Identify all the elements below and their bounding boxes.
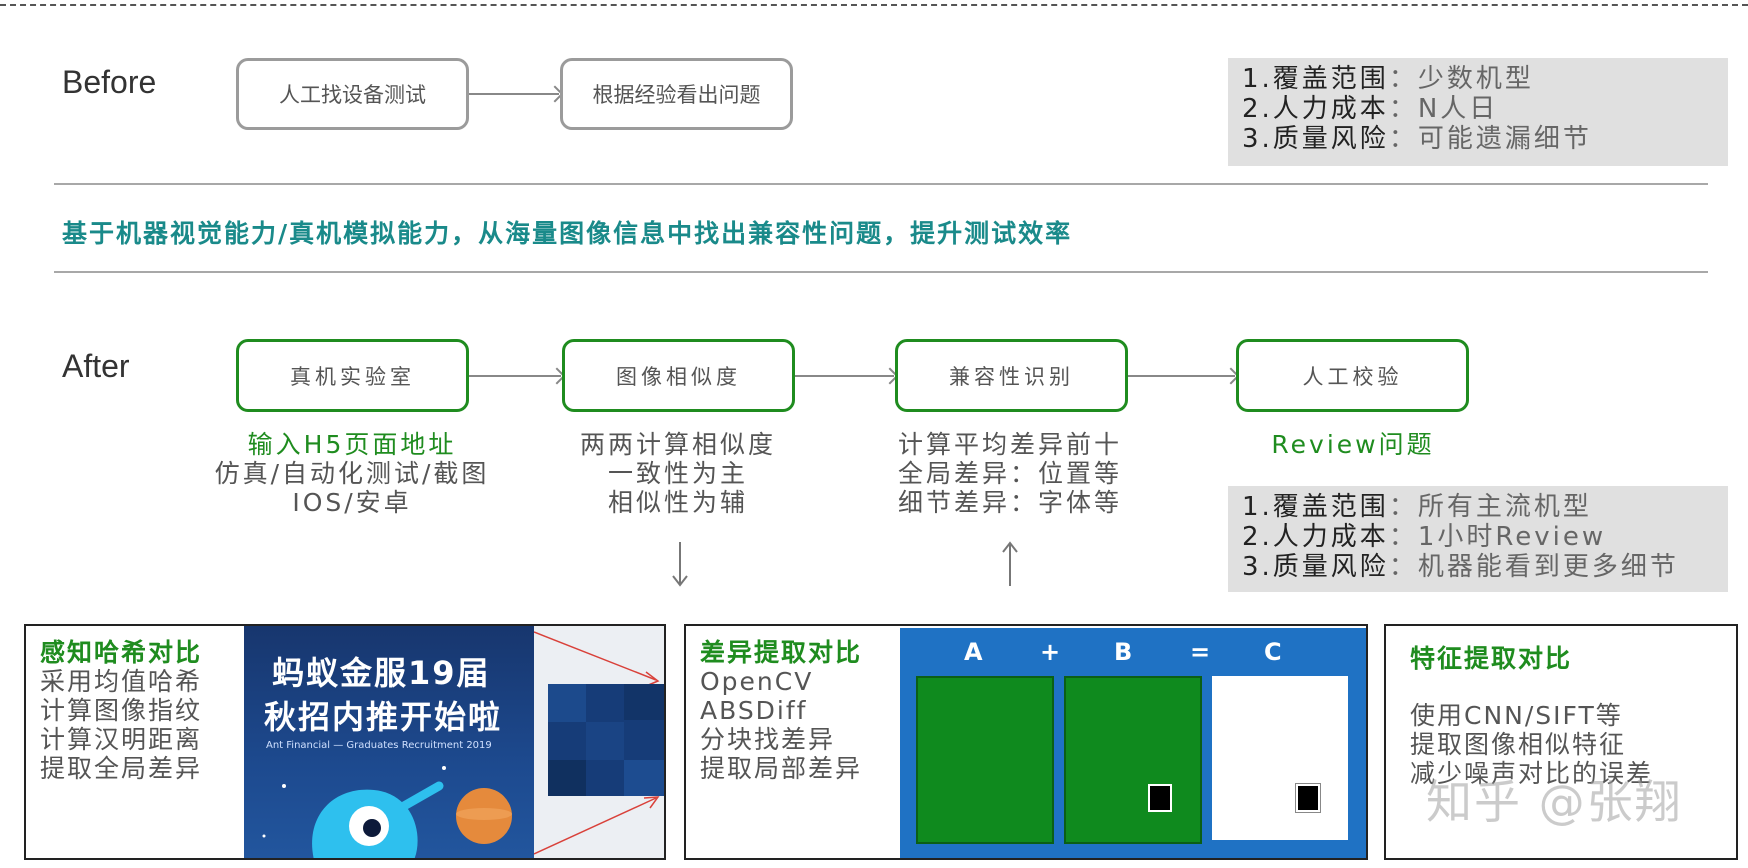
card-text: 特征提取对比 使用CNN/SIFT等 提取图像相似特征 减少噪声对比的误差	[1410, 644, 1653, 788]
after-step-compatibility-recognition: 兼容性识别	[895, 339, 1128, 412]
poster-mascot-illustration	[262, 766, 512, 858]
description-line: Review问题	[1271, 430, 1435, 459]
card-line: OpenCV	[700, 667, 814, 696]
after-label: After	[62, 348, 130, 384]
feature-extraction-card: 特征提取对比 使用CNN/SIFT等 提取图像相似特征 减少噪声对比的误差	[1384, 624, 1738, 860]
description-line: IOS/安卓	[292, 488, 412, 517]
card-line: 减少噪声对比的误差	[1410, 759, 1654, 788]
compatibility-description: 计算平均差异前十 全局差异：位置等 细节差异：字体等	[850, 430, 1170, 517]
metric-row: 1.覆盖范围：少数机型	[1242, 64, 1534, 94]
step-label: 真机实验室	[290, 364, 415, 389]
card-title: 差异提取对比	[700, 638, 863, 667]
arrow-up-icon	[998, 540, 1022, 588]
absdiff-illustration: A + B = C	[900, 628, 1366, 858]
label-c: C	[1264, 638, 1282, 666]
zoomed-thumbnail-panel	[533, 626, 664, 858]
poster-title-line2: 秋招内推开始啦	[264, 698, 503, 736]
card-line: 采用均值哈希	[40, 667, 203, 696]
tagline: 基于机器视觉能力/真机模拟能力，从海量图像信息中找出兼容性问题，提升测试效率	[62, 219, 1073, 248]
card-title: 特征提取对比	[1410, 644, 1573, 673]
poster-title-line1: 蚂蚁金服19届	[272, 654, 491, 692]
card-text: 差异提取对比 OpenCV ABSDiff 分块找差异 提取局部差异	[700, 638, 862, 783]
description-line: 两两计算相似度	[579, 430, 776, 459]
card-line: 提取图像相似特征	[1410, 730, 1627, 759]
card-line: 提取局部差异	[700, 754, 863, 783]
arrow-right-icon	[1128, 375, 1235, 377]
card-line: 计算汉明距离	[40, 725, 203, 754]
metric-row: 1.覆盖范围：所有主流机型	[1242, 492, 1592, 522]
before-step-manual-device-test: 人工找设备测试	[236, 58, 469, 130]
card-line: 使用CNN/SIFT等	[1410, 701, 1623, 730]
diff-patch	[1295, 783, 1321, 813]
label-a: A	[964, 638, 983, 666]
before-label: Before	[62, 64, 157, 100]
metric-row: 2.人力成本：N人日	[1242, 94, 1499, 124]
after-step-manual-review: 人工校验	[1236, 339, 1469, 412]
recruitment-poster-image: 蚂蚁金服19届 秋招内推开始啦 Ant Financial — Graduate…	[244, 626, 534, 858]
step-label: 兼容性识别	[949, 364, 1074, 389]
description-line: 细节差异：字体等	[897, 488, 1122, 517]
card-text: 感知哈希对比 采用均值哈希 计算图像指纹 计算汉明距离 提取全局差异	[40, 638, 202, 783]
description-line: 一致性为主	[607, 459, 748, 488]
step-label: 人工校验	[1302, 364, 1403, 389]
before-step-experience-judgment: 根据经验看出问题	[560, 58, 793, 130]
perceptual-hash-card: 感知哈希对比 采用均值哈希 计算图像指纹 计算汉明距离 提取全局差异 蚂蚁金服1…	[24, 624, 666, 860]
description-line: 全局差异：位置等	[897, 459, 1122, 488]
label-b: B	[1114, 638, 1133, 666]
card-line: 分块找差异	[700, 725, 836, 754]
image-c-result	[1212, 676, 1348, 840]
description-line: 相似性为辅	[607, 488, 748, 517]
review-description: Review问题	[1200, 430, 1506, 459]
arrow-right-icon	[469, 375, 561, 377]
image-similarity-description: 两两计算相似度 一致性为主 相似性为辅	[518, 430, 838, 517]
arrow-down-icon	[668, 540, 692, 588]
step-label: 图像相似度	[616, 364, 741, 389]
diff-extraction-card: 差异提取对比 OpenCV ABSDiff 分块找差异 提取局部差异 A + B…	[684, 624, 1368, 860]
card-line: ABSDiff	[700, 696, 808, 725]
diff-patch	[1148, 784, 1172, 812]
arrow-right-icon	[469, 93, 559, 95]
image-a-block	[916, 676, 1054, 844]
after-step-device-lab: 真机实验室	[236, 339, 469, 412]
equals-sign: =	[1190, 638, 1211, 666]
watermark: 知乎 @张翔	[1426, 775, 1683, 829]
card-title: 感知哈希对比	[40, 638, 203, 667]
divider	[54, 271, 1708, 273]
after-metrics-box: 1.覆盖范围：所有主流机型 2.人力成本：1小时Review 3.质量风险：机器…	[1228, 486, 1728, 592]
description-line: 计算平均差异前十	[897, 430, 1122, 459]
after-step-image-similarity: 图像相似度	[562, 339, 795, 412]
description-line: 仿真/自动化测试/截图	[214, 459, 490, 488]
metric-row: 3.质量风险：机器能看到更多细节	[1242, 552, 1679, 582]
before-metrics-box: 1.覆盖范围：少数机型 2.人力成本：N人日 3.质量风险：可能遗漏细节	[1228, 58, 1728, 166]
arrow-right-icon	[795, 375, 894, 377]
metric-row: 3.质量风险：可能遗漏细节	[1242, 124, 1592, 154]
metric-row: 2.人力成本：1小时Review	[1242, 522, 1607, 552]
card-line: 计算图像指纹	[40, 696, 203, 725]
plus-sign: +	[1040, 638, 1061, 666]
step-label: 根据经验看出问题	[592, 83, 761, 107]
step-label: 人工找设备测试	[279, 83, 426, 107]
image-b-block	[1064, 676, 1202, 844]
top-dashed-divider	[0, 4, 1748, 6]
divider	[54, 183, 1708, 185]
device-lab-description: 输入H5页面地址 仿真/自动化测试/截图 IOS/安卓	[172, 430, 532, 517]
card-line: 提取全局差异	[40, 754, 203, 783]
description-line: 输入H5页面地址	[247, 430, 457, 459]
poster-subtitle: Ant Financial — Graduates Recruitment 20…	[266, 740, 492, 751]
